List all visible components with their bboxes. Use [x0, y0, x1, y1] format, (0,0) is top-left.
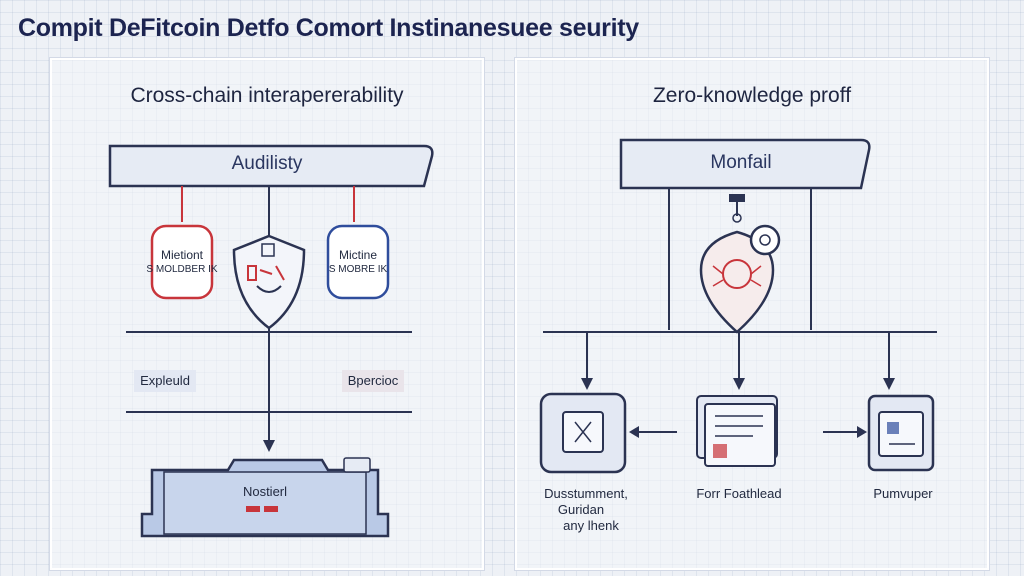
arrow-down-icon	[581, 378, 593, 390]
chip-right-line2: S MOBRE IK	[328, 264, 388, 275]
chip-right-line1: Mictine	[338, 248, 377, 262]
shield-icon	[232, 234, 306, 330]
doc-badge-icon	[713, 444, 727, 458]
gear-icon	[749, 224, 781, 256]
audit-node-shape	[108, 144, 434, 188]
bug-legs-icon	[712, 265, 762, 287]
right-panel: Zero-knowledge proff	[515, 58, 989, 570]
stripe-icon	[246, 506, 260, 512]
arrow-down-icon	[733, 378, 745, 390]
device-icon	[878, 411, 924, 457]
arrow-down-icon	[883, 378, 895, 390]
shield-lock-icon	[261, 243, 275, 257]
pin-icon	[729, 194, 745, 202]
chip-left-shape	[150, 224, 214, 300]
right-diagram	[539, 138, 937, 474]
chip-left-line2: S MOLDBER IK	[146, 264, 218, 275]
chip-left-line1: Mietiont	[160, 248, 204, 262]
chip-mark-icon	[574, 421, 592, 443]
tag-right-shape	[342, 370, 404, 392]
shield-mark-icon	[247, 265, 285, 281]
chip-node-label-1: Dusstumment,	[544, 486, 628, 501]
arrow-right-icon	[857, 426, 867, 438]
right-panel-heading: Zero-knowledge proff	[652, 84, 852, 107]
page-title: Compit DeFitcoin Detfo Comort Instinanes…	[18, 14, 639, 42]
document-node-label: Forr Foathlead	[696, 486, 782, 501]
device-screen-icon	[887, 422, 899, 434]
pin-ring-icon	[732, 213, 742, 223]
arrow-down-icon	[263, 440, 275, 452]
left-diagram	[108, 144, 434, 538]
tag-left-shape	[134, 370, 196, 392]
chip-right-shape	[326, 224, 390, 300]
monitor-node-label: Monfail	[710, 152, 772, 173]
chip-node-label-3: any lhenk	[563, 518, 619, 533]
tag-right-label: Bpercioc	[347, 373, 399, 388]
device-port-icon	[343, 457, 371, 473]
shield-hand-icon	[256, 285, 282, 293]
bottom-node-label: Nostierl	[242, 484, 288, 499]
device-node-label: Pumvuper	[873, 486, 933, 501]
audit-node-label: Audilisty	[231, 153, 303, 174]
left-panel-heading: Cross-chain interapererability	[130, 84, 404, 107]
chip-node-label-2: Guridan	[557, 502, 605, 517]
left-panel: Cross-chain interapererability Audilisty	[50, 58, 484, 570]
tag-left-label: Expleuld	[140, 373, 190, 388]
stripe-icon	[264, 506, 278, 512]
monitor-node-shape	[619, 138, 871, 190]
bottom-node-inner	[163, 471, 367, 535]
arrow-left-icon	[629, 426, 639, 438]
gear-hub-icon	[759, 234, 771, 246]
